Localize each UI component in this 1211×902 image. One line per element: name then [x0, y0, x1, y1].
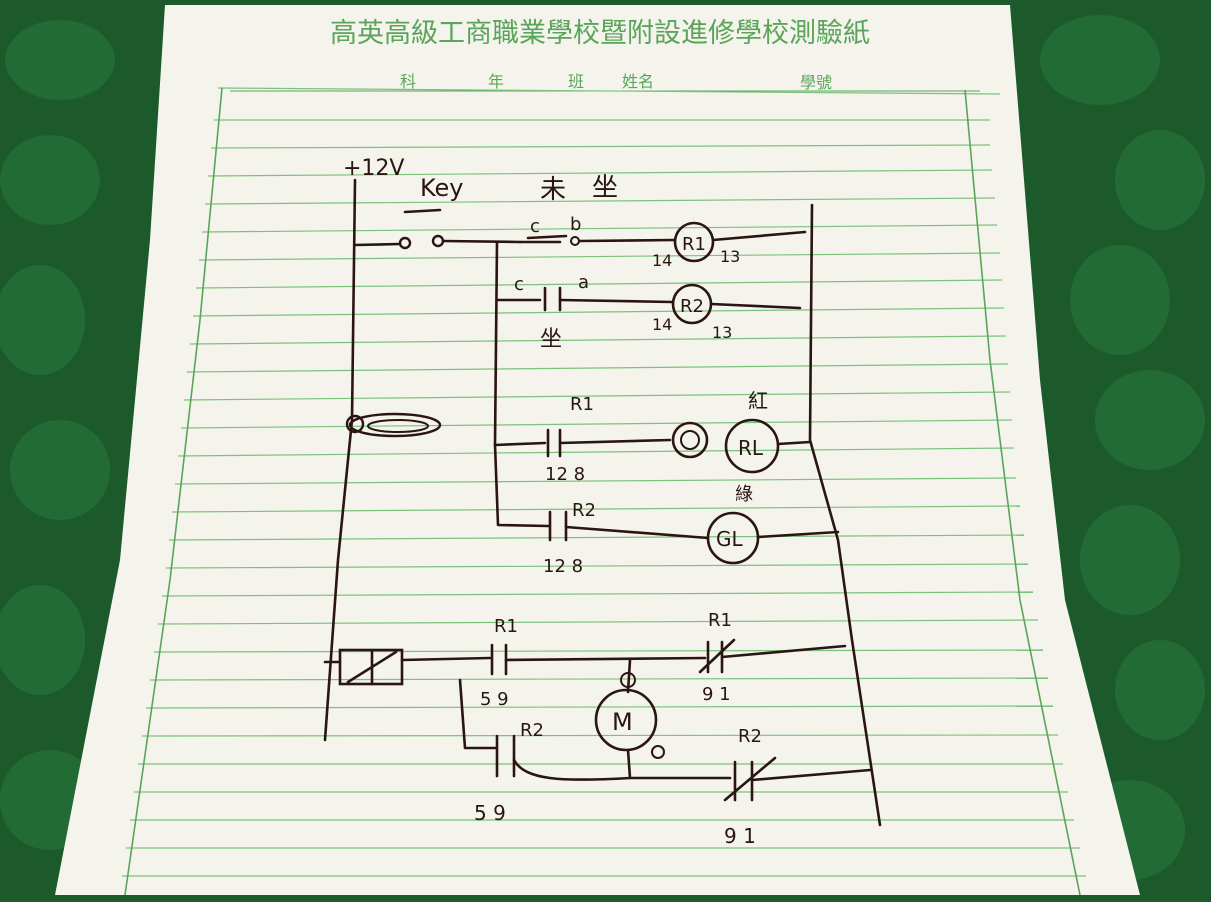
sw-bottom-label: 坐 — [540, 327, 562, 352]
scribbled-component — [348, 412, 442, 438]
mat-texture — [0, 15, 1205, 880]
lower-r1-no-label: R1 — [494, 616, 518, 637]
relay2-pin-left: 14 — [652, 315, 672, 334]
ruled-lines — [122, 87, 1086, 877]
motor — [594, 688, 658, 752]
sw-label-c1: c — [530, 216, 540, 237]
lamp-red — [724, 418, 780, 474]
motor-label: M — [612, 708, 633, 736]
relay1-pin-right: 13 — [720, 247, 740, 266]
header-left-chars: 未 — [540, 175, 566, 205]
header-right-chars: 坐 — [592, 173, 618, 203]
lower-r2-no-label: R2 — [520, 720, 544, 741]
key-label: Key — [420, 174, 464, 202]
sw-label-b: b — [570, 214, 581, 235]
lower-r1-no-pins: 5 9 — [480, 689, 509, 710]
seat-switch-nc — [518, 234, 568, 244]
right-power-rail — [808, 203, 882, 827]
sw-label-a: a — [578, 272, 589, 293]
paper-frame — [124, 87, 1081, 896]
lamp-green-color: 綠 — [735, 484, 753, 505]
buzzer-symbol — [671, 421, 709, 459]
lower-r2-nc-pins: 9 1 — [724, 824, 756, 848]
relay2-pin-right: 13 — [712, 323, 732, 342]
lamp-red-color: 紅 — [748, 389, 768, 413]
contact-r1-pins: 12 8 — [545, 464, 585, 485]
contact-r2-pins: 12 8 — [543, 556, 583, 577]
relay1-coil — [673, 221, 715, 263]
left-power-rail — [323, 178, 357, 742]
paper-header-title: 高英高級工商職業學校暨附設進修學校測驗紙 — [330, 18, 870, 49]
relay1-pin-left: 14 — [652, 251, 672, 270]
paper-sheet — [55, 5, 1140, 895]
lower-r2-nc-label: R2 — [738, 726, 762, 747]
key-contact-left — [398, 236, 412, 250]
ladder-diagram: +12V Key 未 坐 c b R1 14 13 c a 坐 R2 14 13 — [323, 156, 882, 848]
field-subject: 科 — [400, 72, 416, 91]
contact-r2-label: R2 — [572, 500, 596, 521]
lamp-green-label: GL — [716, 527, 743, 551]
lower-r1-nc-label: R1 — [708, 610, 732, 631]
relay1-label: R1 — [682, 234, 706, 255]
field-class: 班 — [568, 72, 584, 91]
lower-r1-nc-pins: 9 1 — [702, 684, 731, 705]
paper-info-fields: 科 年 班 姓名 學號 — [230, 72, 980, 92]
lamp-red-label: RL — [738, 436, 764, 460]
lower-r2-no — [495, 734, 516, 778]
field-name: 姓名 — [622, 72, 654, 91]
relay2-label: R2 — [680, 296, 704, 317]
sw-label-c2: c — [514, 274, 524, 295]
supply-label: +12V — [343, 156, 404, 181]
field-seat-number: 學號 — [800, 73, 832, 92]
field-year: 年 — [488, 72, 504, 91]
key-arrow — [403, 208, 442, 214]
contact-r1-label: R1 — [570, 394, 594, 415]
lower-r2-no-pins: 5 9 — [474, 801, 506, 825]
